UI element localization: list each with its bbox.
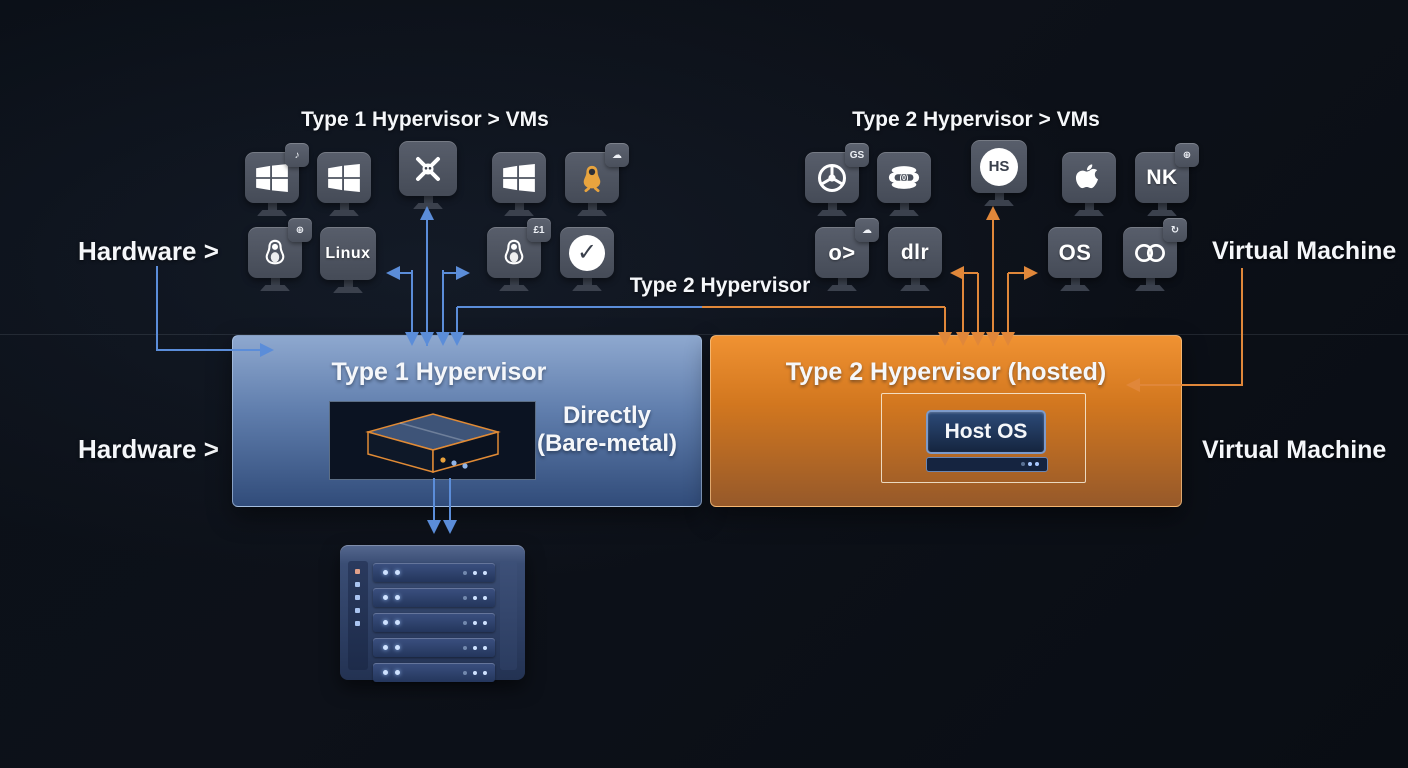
icon-badge: £1 (527, 218, 551, 242)
rail-led (355, 595, 360, 600)
vm-icon-os-text: OS (1048, 227, 1102, 291)
type2-hypervisor-mid-label: Type 2 Hypervisor (629, 274, 811, 297)
server-bay (373, 588, 495, 607)
monitor-stand (1157, 203, 1167, 210)
type2-hypervisor-box: Type 2 Hypervisor (hosted) Host OS (710, 335, 1182, 507)
hostbar-dot (1021, 462, 1025, 466)
vm-icon-dlr-text: dlr (888, 227, 942, 291)
hostbar-dot (1035, 462, 1039, 466)
hardware-label-bottom: Hardware > (78, 434, 219, 464)
svg-text:(0): (0) (900, 174, 909, 182)
monitor-stand (270, 278, 280, 285)
vm-icon-windows (317, 152, 371, 216)
monitor-stand (509, 278, 519, 285)
rail-led (355, 621, 360, 626)
host-os-bar (926, 457, 1048, 472)
server-rack-left-rail (348, 561, 368, 670)
monitor-stand (587, 203, 597, 210)
server-bay (373, 638, 495, 657)
rail-led (355, 582, 360, 587)
hostbar-dot (1028, 462, 1032, 466)
monitor-stand (514, 203, 524, 210)
server-rack-bays (373, 563, 495, 688)
vm-icon-linux-text: Linux (320, 227, 376, 293)
icon-badge: ↻ (1163, 218, 1187, 242)
bare-metal-device-frame (329, 401, 536, 480)
rail-led (355, 608, 360, 613)
vm-icon-wheel-gs: GS (805, 143, 869, 216)
icon-badge: ☁ (605, 143, 629, 167)
hardware-separator-line (0, 334, 1408, 335)
virtual-machine-label-bottom: Virtual Machine (1202, 436, 1387, 464)
bare-metal-device-icon (365, 413, 501, 473)
monitor-stand (910, 278, 920, 285)
vm-icon-windows-note: ♪ (245, 143, 309, 216)
monitor-stand (899, 203, 909, 210)
vm-icon-apple (1062, 152, 1116, 216)
monitor-stand (423, 196, 433, 203)
icon-badge: ⊕ (288, 218, 312, 242)
icon-badge: ♪ (285, 143, 309, 167)
vm-icon-check-os: ✓ (560, 227, 614, 291)
vm-icon-hs-circle: HS (971, 140, 1027, 206)
monitor-stand (267, 203, 277, 210)
server-rack (340, 545, 525, 682)
monitor-stand (837, 278, 847, 285)
server-rack-right-rail (500, 561, 517, 670)
type2-box-title: Type 2 Hypervisor (hosted) (785, 358, 1107, 386)
vm-icon-windows-2 (492, 152, 546, 216)
monitor-stand (827, 203, 837, 210)
hardware-label-top: Hardware > (78, 236, 219, 266)
type1-box-title: Type 1 Hypervisor (331, 358, 547, 386)
rail-led (355, 569, 360, 574)
type2-vms-title: Type 2 Hypervisor > VMs (852, 108, 1100, 131)
monitor-stand (339, 203, 349, 210)
monitor-stand (1070, 278, 1080, 285)
icon-badge: ⊕ (1175, 143, 1199, 167)
monitor-stand (343, 280, 353, 287)
type1-vms-title: Type 1 Hypervisor > VMs (301, 108, 549, 131)
virtual-machine-label-top: Virtual Machine (1212, 237, 1397, 265)
bare-metal-note: Directly (Bare-metal) (536, 402, 678, 457)
vm-icon-nk-text: NK⊕ (1135, 143, 1199, 216)
vm-icon-oc-rings: ↻ (1123, 218, 1187, 291)
host-os-box: Host OS (926, 410, 1046, 454)
monitor-stand (994, 193, 1004, 200)
vm-icon-linux-orange: ☁ (565, 143, 629, 216)
vm-icon-coin: (0) (877, 152, 931, 216)
vm-icon-linux-outline: ⊕ (248, 218, 312, 291)
monitor-stand (1145, 278, 1155, 285)
vm-icon-od-text: o>☁ (815, 218, 879, 291)
server-bay (373, 663, 495, 682)
type1-hypervisor-box: Type 1 Hypervisor Directly (Bare-metal) (232, 335, 702, 507)
icon-badge: ☁ (855, 218, 879, 242)
monitor-stand (582, 278, 592, 285)
server-bay (373, 613, 495, 632)
server-bay (373, 563, 495, 582)
vm-icon-linux-outline-2: £1 (487, 218, 551, 291)
icon-badge: GS (845, 143, 869, 167)
host-os-outline: Host OS (881, 393, 1086, 483)
monitor-stand (1084, 203, 1094, 210)
